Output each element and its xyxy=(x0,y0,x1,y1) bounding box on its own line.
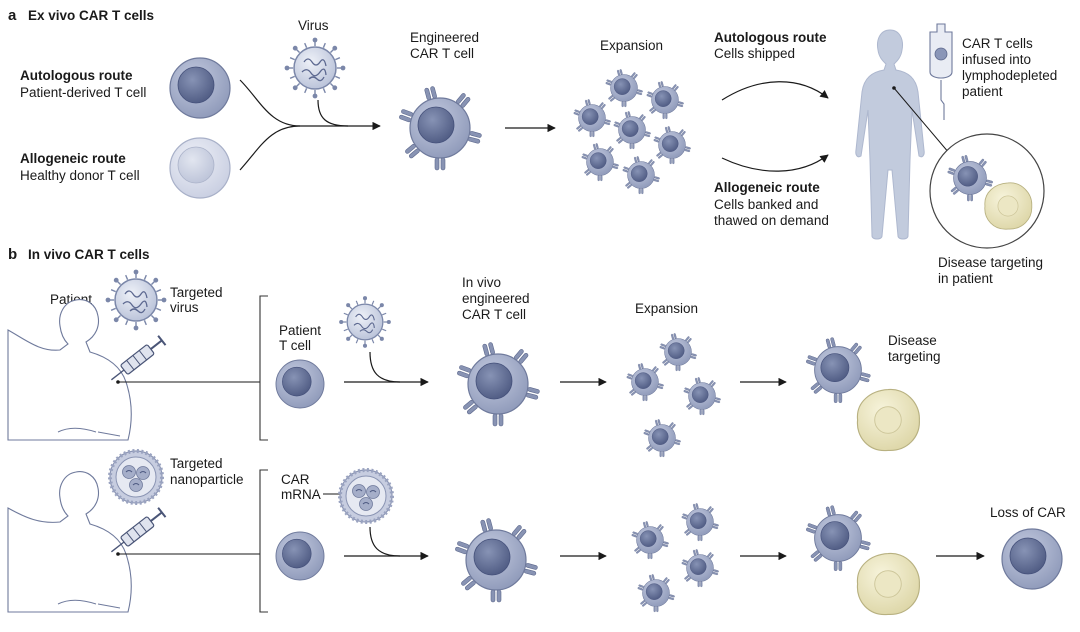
t-cell-without-car xyxy=(1001,528,1063,590)
bracket-1 xyxy=(259,295,268,441)
virus-entry-curve xyxy=(317,99,349,127)
disease-targeting-label-2: in patient xyxy=(938,271,993,286)
patient-body-silhouette xyxy=(855,29,925,240)
engineered-car-t-cell xyxy=(399,86,482,170)
invivo-label-1: In vivo xyxy=(462,275,501,290)
targeted-virus-label-1: Targeted xyxy=(170,285,223,300)
invivo-car-t-cell-1 xyxy=(457,342,540,426)
expansion-label: Expansion xyxy=(600,38,663,53)
allogeneic-text: Healthy donor T cell xyxy=(20,168,140,183)
iv-bag-icon xyxy=(929,23,953,120)
targeted-nanoparticle-icon xyxy=(108,449,164,505)
route-autologous-heading: Autologous route xyxy=(714,30,827,45)
arrow-allogeneic-route xyxy=(721,154,829,172)
panel-a-title: Ex vivo CAR T cells xyxy=(28,8,154,23)
patient-tcell-label-1: Patient xyxy=(279,323,321,338)
patient-arm-1 xyxy=(57,427,121,437)
disease-label-b-2: targeting xyxy=(888,349,941,364)
panel-b: b In vivo CAR T cells Patient Targeted v… xyxy=(7,246,1066,616)
invivo-label-3: CAR T cell xyxy=(462,307,526,322)
route-allogeneic-text-2: thawed on demand xyxy=(714,213,829,228)
targeted-np-label-2: nanoparticle xyxy=(170,472,244,487)
targeted-np-label-1: Targeted xyxy=(170,456,223,471)
route-allogeneic-text-1: Cells banked and xyxy=(714,197,818,212)
panel-b-letter: b xyxy=(8,246,17,263)
patient-arm-2 xyxy=(57,599,121,609)
patient-bust-1 xyxy=(7,299,132,441)
disease-targeting-label-1: Disease targeting xyxy=(938,255,1043,270)
tumor-cell-1 xyxy=(856,388,920,452)
infused-label-4: patient xyxy=(962,84,1003,99)
pointer-line xyxy=(893,87,956,161)
merge-curve-bottom xyxy=(239,125,301,171)
patient-bust-2 xyxy=(7,471,132,613)
route-allogeneic-heading: Allogeneic route xyxy=(714,180,820,195)
engineered-label-1: Engineered xyxy=(410,30,479,45)
infused-label-3: lymphodepleted xyxy=(962,68,1057,83)
nanoparticle-icon-small xyxy=(338,468,394,524)
tumor-cell-2 xyxy=(856,552,920,616)
panel-a-letter: a xyxy=(8,7,17,24)
targeted-virus-label-2: virus xyxy=(170,300,199,315)
expanded-cell-cluster-b1 xyxy=(626,333,720,457)
virus-icon-small xyxy=(338,295,392,349)
disease-targeting-inset xyxy=(929,133,1045,249)
merge-curve-top xyxy=(239,79,301,127)
targeted-virus-icon xyxy=(104,268,168,332)
panel-a: a Ex vivo CAR T cells Autologous route P… xyxy=(8,7,1057,286)
expansion-label-b: Expansion xyxy=(635,301,698,316)
infused-label-2: infused into xyxy=(962,52,1031,67)
bracket-2 xyxy=(259,469,268,613)
route-autologous-text: Cells shipped xyxy=(714,46,795,61)
targeting-car-t-cell-2 xyxy=(806,505,871,570)
engineered-label-2: CAR T cell xyxy=(410,46,474,61)
virus-label: Virus xyxy=(298,18,329,33)
patient-t-cell-2 xyxy=(275,531,325,581)
loss-of-car-label: Loss of CAR xyxy=(990,505,1066,520)
patient-t-cell xyxy=(169,57,231,119)
disease-label-b-1: Disease xyxy=(888,333,937,348)
infused-label-1: CAR T cells xyxy=(962,36,1033,51)
virus-icon xyxy=(283,36,347,100)
arrow-autologous-route xyxy=(721,81,829,101)
patient-tcell-label-2: T cell xyxy=(279,338,311,353)
invivo-label-2: engineered xyxy=(462,291,530,306)
allogeneic-heading: Allogeneic route xyxy=(20,151,126,166)
autologous-heading: Autologous route xyxy=(20,68,133,83)
autologous-text: Patient-derived T cell xyxy=(20,85,146,100)
np-entry-curve xyxy=(369,526,401,557)
panel-b-title: In vivo CAR T cells xyxy=(28,247,150,262)
targeting-car-t-cell-1 xyxy=(806,337,871,402)
car-mrna-label-1: CAR xyxy=(281,472,310,487)
car-mrna-label-2: mRNA xyxy=(281,487,321,502)
expanded-cell-cluster xyxy=(573,69,690,194)
expanded-cell-cluster-b2 xyxy=(631,503,718,612)
donor-t-cell xyxy=(169,137,231,199)
patient-t-cell-1 xyxy=(275,359,325,409)
virus-entry-curve-b xyxy=(369,351,401,383)
invivo-car-t-cell-2 xyxy=(455,518,538,602)
